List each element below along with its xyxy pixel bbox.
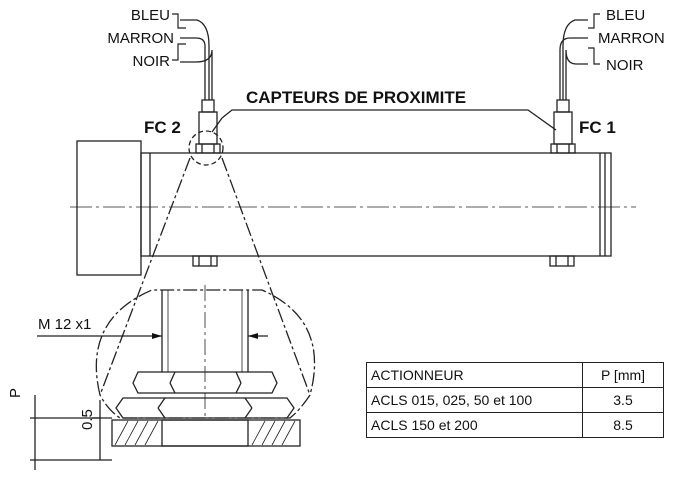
right-wire-marron: MARRON (598, 30, 665, 47)
detail-view (95, 285, 316, 447)
sensor-fc2 (180, 19, 221, 154)
right-wire-bleu: BLEU (606, 7, 645, 24)
actuator-table: ACTIONNEUR P [mm] ACLS 015, 025, 50 et 1… (366, 362, 664, 438)
table-row: ACLS 150 et 200 8.5 (366, 412, 664, 438)
row-1-model: ACLS 015, 025, 50 et 100 (366, 387, 583, 413)
label-fc2: FC 2 (144, 118, 181, 137)
left-wire-bleu: BLEU (131, 7, 170, 24)
dim-p-label: P (7, 388, 24, 398)
row-2-model: ACLS 150 et 200 (366, 412, 583, 438)
row-2-p: 8.5 (582, 412, 664, 438)
sensor-fc1 (550, 19, 588, 154)
thread-label: M 12 x1 (38, 316, 91, 333)
right-wire-noir: NOIR (606, 57, 644, 74)
row-1-p: 3.5 (582, 387, 664, 413)
left-wire-noir: NOIR (133, 53, 171, 70)
left-wire-marron: MARRON (107, 30, 174, 47)
sensors-title: CAPTEURS DE PROXIMITE (246, 88, 466, 107)
dim-05-label: 0.5 (79, 409, 96, 430)
cylinder-tube (140, 152, 612, 257)
header-actionneur: ACTIONNEUR (366, 362, 583, 388)
table-row: ACLS 015, 025, 50 et 100 3.5 (366, 387, 664, 413)
table-header-row: ACTIONNEUR P [mm] (366, 362, 664, 388)
cylinder-end-cap (76, 140, 142, 276)
label-fc1: FC 1 (579, 118, 616, 137)
header-p: P [mm] (582, 362, 664, 388)
